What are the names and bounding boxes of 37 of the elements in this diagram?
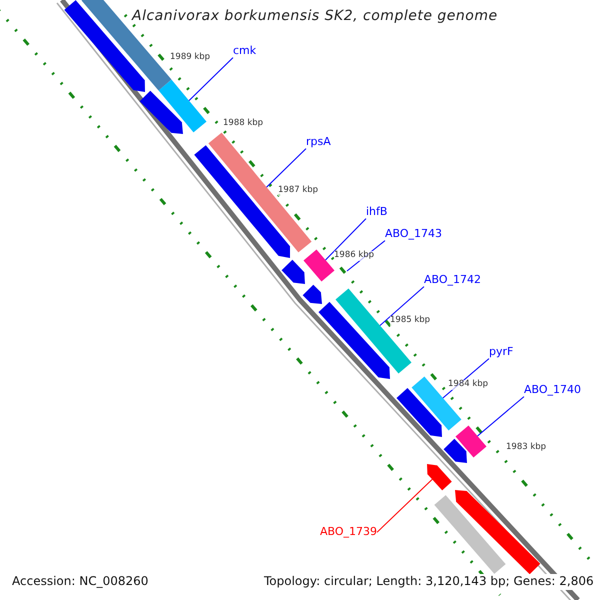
- gene-block: [456, 426, 486, 458]
- scale-label: 1983 kbp: [506, 443, 546, 453]
- scale-label: 1988 kbp: [223, 119, 264, 129]
- gene-label: rpsA: [306, 136, 331, 149]
- leader-line: [325, 218, 366, 260]
- gene-block: [318, 302, 390, 379]
- gene-block: [455, 490, 540, 574]
- gene-label: cmk: [233, 45, 256, 58]
- gene-block: [158, 80, 206, 132]
- scale-label: 1987 kbp: [278, 186, 318, 196]
- gene-label: pyrF: [489, 346, 514, 359]
- gene-block: [336, 288, 412, 374]
- gene-label: ABO_1739: [320, 526, 378, 539]
- accession-text: Accession: NC_008260: [10, 574, 150, 590]
- gene-block: [282, 260, 305, 284]
- leader-line: [376, 478, 433, 533]
- scale-label: 1985 kbp: [390, 316, 430, 326]
- gene-block: [434, 495, 506, 574]
- scale-label: 1984 kbp: [448, 380, 488, 390]
- gene-block: [140, 90, 183, 134]
- gene-block: [304, 250, 334, 282]
- gene-block: [444, 438, 467, 463]
- gene-label: ABO_1742: [424, 274, 482, 287]
- genome-stats-text: Topology: circular; Length: 3,120,143 bp; Genes: 2,806: [262, 574, 596, 590]
- gene-block: [396, 388, 442, 437]
- map-title: Alcanivorax borkumensis SK2, complete genome: [132, 8, 498, 24]
- gene-block: [302, 284, 322, 304]
- leader-line: [477, 396, 524, 436]
- leader-line: [266, 148, 306, 188]
- gene-label: ihfB: [366, 206, 388, 219]
- leader-line: [188, 57, 234, 102]
- gene-label: ABO_1740: [524, 384, 582, 397]
- gene-label: ABO_1743: [385, 228, 442, 241]
- gene-block: [427, 464, 452, 490]
- scale-label: 1986 kbp: [334, 251, 374, 261]
- leader-line: [380, 286, 424, 326]
- scale-label: 1989 kbp: [170, 53, 210, 63]
